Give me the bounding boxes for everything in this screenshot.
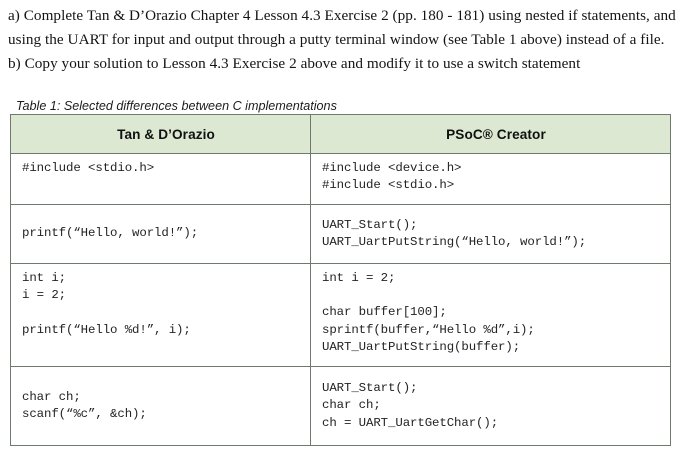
table-row: #include <stdio.h> #include <device.h> #… xyxy=(10,153,671,205)
code-snippet: int i = 2; char buffer[100]; sprintf(buf… xyxy=(322,271,535,354)
cell-tan-dorazio-printf-format: int i; i = 2; printf(“Hello %d!”, i); xyxy=(10,263,311,367)
column-header-label: Tan & D’Orazio xyxy=(117,126,215,142)
code-snippet: printf(“Hello, world!”); xyxy=(22,226,199,241)
instructions-block: a) Complete Tan & D’Orazio Chapter 4 Les… xyxy=(8,4,692,76)
table-row: int i; i = 2; printf(“Hello %d!”, i); in… xyxy=(10,263,671,367)
cell-tan-dorazio-include: #include <stdio.h> xyxy=(10,153,311,205)
code-snippet: UART_Start(); UART_UartPutString(“Hello,… xyxy=(322,217,587,249)
c-implementation-differences-table: Tan & D’Orazio PSoC® Creator #include <s… xyxy=(10,114,671,446)
table-row: char ch; scanf(“%c”, &ch); UART_Start();… xyxy=(10,366,671,446)
column-header-label: PSoC® Creator xyxy=(446,126,546,142)
cell-tan-dorazio-scanf: char ch; scanf(“%c”, &ch); xyxy=(10,366,311,446)
table-body: #include <stdio.h> #include <device.h> #… xyxy=(10,153,671,446)
table-row: printf(“Hello, world!”); UART_Start(); U… xyxy=(10,204,671,264)
cell-psoc-sprintf: int i = 2; char buffer[100]; sprintf(buf… xyxy=(310,263,671,367)
table-header-row: Tan & D’Orazio PSoC® Creator xyxy=(10,114,671,154)
code-snippet: UART_Start(); char ch; ch = UART_UartGet… xyxy=(322,381,499,430)
table-caption: Table 1: Selected differences between C … xyxy=(16,99,337,113)
cell-psoc-getchar: UART_Start(); char ch; ch = UART_UartGet… xyxy=(310,366,671,446)
instruction-paragraph-a: a) Complete Tan & D’Orazio Chapter 4 Les… xyxy=(8,7,676,48)
cell-psoc-putstring: UART_Start(); UART_UartPutString(“Hello,… xyxy=(310,204,671,264)
code-snippet: int i; i = 2; printf(“Hello %d!”, i); xyxy=(22,271,191,337)
cell-psoc-include: #include <device.h> #include <stdio.h> xyxy=(310,153,671,205)
table-header: Tan & D’Orazio PSoC® Creator xyxy=(10,114,671,154)
column-header-psoc-creator: PSoC® Creator xyxy=(310,114,671,154)
cell-tan-dorazio-printf: printf(“Hello, world!”); xyxy=(10,204,311,264)
code-snippet: #include <stdio.h> xyxy=(22,161,155,175)
code-snippet: char ch; scanf(“%c”, &ch); xyxy=(22,389,147,421)
code-snippet: #include <device.h> #include <stdio.h> xyxy=(322,161,462,193)
instruction-paragraph-b: b) Copy your solution to Lesson 4.3 Exer… xyxy=(8,55,581,72)
column-header-tan-dorazio: Tan & D’Orazio xyxy=(10,114,311,154)
